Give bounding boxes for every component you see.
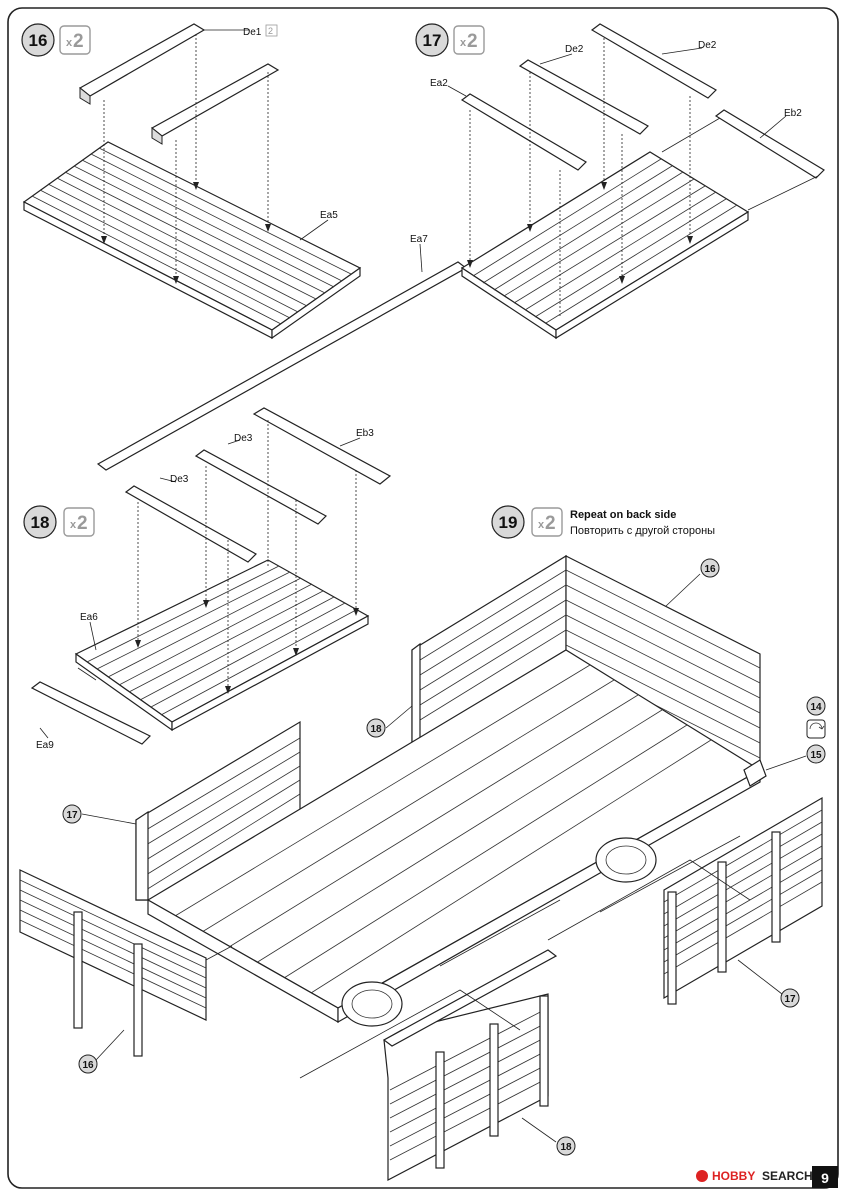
svg-text:16: 16 — [82, 1060, 94, 1071]
loose-side-wall-18 — [382, 949, 558, 1181]
watermark-text-a: HOBBY — [712, 1169, 755, 1183]
watermark-text-b: SEARCH — [762, 1169, 813, 1183]
callout-18-bottom: 18 — [521, 1117, 576, 1156]
step-18-number: 18 — [31, 513, 50, 532]
step-16-drawing: De1 2 Ea5 — [22, 23, 362, 340]
callout-14: 14 — [806, 696, 826, 739]
step-19-wagon — [135, 554, 767, 1027]
step-19-note-ru: Повторить с другой стороны — [570, 525, 715, 537]
svg-text:18: 18 — [560, 1142, 572, 1153]
wheel-rear — [595, 837, 657, 883]
step-16-number: 16 — [29, 31, 48, 50]
callout-17-right: 17 — [737, 959, 800, 1008]
label-eb3: Eb3 — [356, 428, 374, 439]
callout-17-left: 17 — [62, 804, 137, 825]
svg-text:x: x — [538, 519, 545, 531]
label-ea2: Ea2 — [430, 78, 448, 89]
loose-side-wall-16 — [19, 869, 233, 1057]
page-frame — [7, 7, 839, 1189]
step-17-multiplier-box — [453, 25, 485, 55]
watermark-logo-icon — [696, 1170, 708, 1182]
svg-text:15: 15 — [810, 750, 822, 761]
strip-18 — [382, 949, 558, 1047]
callout-18-mid: 18 — [366, 705, 413, 738]
svg-text:17: 17 — [784, 994, 796, 1005]
loose-side-wall-17 — [663, 796, 823, 1005]
step-16-multiplier-box — [59, 25, 91, 55]
svg-text:x: x — [70, 519, 77, 531]
step-16-badge — [21, 23, 55, 57]
label-ea5: Ea5 — [320, 210, 338, 221]
beam-de2-a — [518, 59, 649, 135]
label-de2-b: De2 — [698, 40, 717, 51]
callout-16-top: 16 — [665, 558, 720, 607]
wheel-front — [341, 981, 403, 1027]
step-18-header: 18 x 2 — [23, 505, 95, 539]
beam-eb2 — [714, 109, 825, 179]
beam-ea2 — [460, 93, 587, 171]
step-19-multiplier: 2 — [545, 513, 556, 534]
step-19-number: 19 — [499, 513, 518, 532]
svg-text:x: x — [460, 37, 467, 49]
beam-eb3 — [252, 407, 392, 485]
footer-watermark: HOBBY SEARCH — [696, 1169, 813, 1183]
step-18-badge — [23, 505, 57, 539]
step-18-drawing: De3 De3 Eb3 Ea6 Ea9 — [30, 407, 392, 751]
svg-text:18: 18 — [370, 724, 382, 735]
callout-15: 15 — [765, 744, 826, 771]
label-de2-a: De2 — [565, 44, 584, 55]
step-17-multiplier: 2 — [467, 31, 478, 52]
step-18-multiplier: 2 — [77, 513, 88, 534]
label-de3-a: De3 — [170, 474, 189, 485]
step-16-header: 16 x 2 — [21, 23, 91, 57]
label-de1: De1 — [243, 27, 262, 38]
beam-de2-b — [590, 23, 717, 99]
beam-de1-a — [78, 23, 206, 97]
label-de3-b: De3 — [234, 433, 253, 444]
beam-de3-a — [124, 485, 257, 563]
step-17-drawing: Ea2 De2 De2 Eb2 — [430, 23, 825, 340]
svg-text:14: 14 — [810, 702, 822, 713]
label-eb2: Eb2 — [784, 108, 802, 119]
step-17-header: 17 x 2 — [415, 23, 485, 57]
label-ea9: Ea9 — [36, 740, 54, 751]
label-de1-count: 2 — [268, 26, 273, 36]
svg-text:16: 16 — [704, 564, 716, 575]
step-19-note-en: Repeat on back side — [570, 509, 676, 521]
beam-ea9 — [30, 681, 152, 745]
label-ea6: Ea6 — [80, 612, 98, 623]
label-ea7: Ea7 — [410, 234, 428, 245]
page-number: 9 — [821, 1170, 829, 1186]
svg-text:x: x — [66, 37, 73, 49]
step-19-badge — [491, 505, 525, 539]
beam-de1-b — [150, 63, 280, 137]
step-17-number: 17 — [423, 31, 442, 50]
callout-16-bottom: 16 — [78, 1029, 125, 1074]
floor-panel-ea5-planks — [31, 147, 352, 325]
beam-de3-b — [194, 449, 327, 525]
step-16-multiplier: 2 — [73, 31, 84, 52]
step-17-badge — [415, 23, 449, 57]
step-19-multiplier-box — [531, 507, 563, 537]
step-19-header: 19 x 2 Repeat on back side Повторить с д… — [491, 505, 715, 539]
step-18-multiplier-box — [63, 507, 95, 537]
svg-text:17: 17 — [66, 810, 78, 821]
page-number-box — [812, 1166, 838, 1188]
